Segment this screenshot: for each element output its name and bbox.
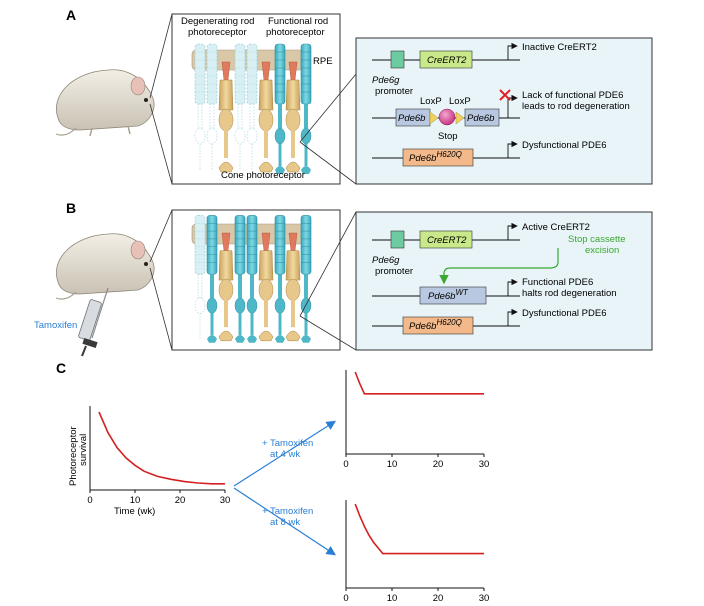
active-creert2-label: Active CreERT2 <box>522 222 590 233</box>
chart3-xtick-label-0: 0 <box>343 593 348 604</box>
creert2-box-b <box>419 230 473 249</box>
loxp-left-triangle <box>429 111 439 125</box>
pde6b-h620q-box-a <box>402 148 474 167</box>
arrow-8wk-line1: + Tamoxifen <box>262 506 313 517</box>
excision-line2: excision <box>585 245 619 256</box>
lack-functional-line1: Lack of functional PDE6 <box>522 90 623 101</box>
chart3-xtick-label-10: 10 <box>387 593 398 604</box>
zoom-lines-b2 <box>299 211 357 351</box>
panel-b-letter: B <box>66 200 76 216</box>
zoom-lines-b <box>149 209 173 351</box>
pde6g-promoter-box-b <box>390 230 405 249</box>
lack-functional-line2: leads to rod degeneration <box>522 101 630 112</box>
chart2-xtick-label-10: 10 <box>387 459 398 470</box>
pde6b-left-label: Pde6b <box>398 113 425 124</box>
genetics-box-a <box>355 37 653 185</box>
creert2-box-a <box>419 50 473 69</box>
pde6b-right-box <box>464 108 500 127</box>
retina-box-b <box>171 209 341 351</box>
chart1-xtick-label-20: 20 <box>175 495 186 506</box>
zoom-lines-a2 <box>299 73 357 185</box>
zoom-lines-a <box>149 13 173 185</box>
arrow-4wk-line2: at 4 wk <box>270 449 300 460</box>
functional-rod-label-2: photoreceptor <box>266 27 325 38</box>
arrow-8wk-line2: at 8 wk <box>270 517 300 528</box>
survival-chart-4wk: 0 10 20 30 <box>343 370 489 470</box>
pde6b-wt-label: Pde6bWT <box>428 288 469 302</box>
pde6b-right-label: Pde6b <box>467 113 494 124</box>
degenerating-rod-label-2: photoreceptor <box>188 27 247 38</box>
chart1-ylabel-line1: Photoreceptor <box>68 426 79 486</box>
stop-cassette <box>438 108 456 126</box>
chart1-ylabel-line2: survival <box>78 434 89 466</box>
retina-box-a <box>171 13 341 185</box>
loxp-left-label: LoxP <box>420 96 442 107</box>
mouse-a <box>55 69 155 137</box>
cone-label: Cone photoreceptor <box>221 170 305 181</box>
panel-a-letter: A <box>66 7 76 23</box>
pde6b-wt-box <box>419 286 487 305</box>
promoter-gene-a: Pde6g <box>372 75 400 86</box>
promoter-gene-b: Pde6g <box>372 255 400 266</box>
chart2-xtick-label-30: 30 <box>479 459 490 470</box>
loxp-right-triangle <box>455 111 465 125</box>
chart2-survival-curve <box>354 371 484 395</box>
chart3-xtick-label-20: 20 <box>433 593 444 604</box>
chart1-survival-curve <box>98 411 225 485</box>
panel-c-letter: C <box>56 360 66 376</box>
stop-label: Stop <box>438 131 458 142</box>
pde6g-promoter-box-a <box>390 50 405 69</box>
chart1-xtick-label-10: 10 <box>130 495 141 506</box>
functional-rod-label-1: Functional rod <box>268 16 328 27</box>
rpe-label: RPE <box>313 56 333 67</box>
tamoxifen-label: Tamoxifen <box>34 320 77 331</box>
x-mark-icon <box>499 89 511 101</box>
creert2-label-b: CreERT2 <box>427 235 467 246</box>
arrow-4wk <box>233 420 337 487</box>
photoreceptor-row-b <box>194 214 312 344</box>
loxp-right-label: LoxP <box>449 96 471 107</box>
pde6b-h620q-box-b <box>402 316 474 335</box>
mouse-b <box>55 233 155 300</box>
dysfunctional-label-a: Dysfunctional PDE6 <box>522 140 606 151</box>
dysfunctional-label-b: Dysfunctional PDE6 <box>522 308 606 319</box>
arrow-4wk-line1: + Tamoxifen <box>262 438 313 449</box>
h620q-label-b: Pde6bH620Q <box>409 318 462 332</box>
h620q-label-a: Pde6bH620Q <box>409 150 462 164</box>
chart2-xtick-label-0: 0 <box>343 459 348 470</box>
excision-line1: Stop cassette <box>568 234 626 245</box>
chart1-xlabel: Time (wk) <box>114 506 155 517</box>
chart1-xtick-label-0: 0 <box>87 495 92 506</box>
functional-pde6-line1: Functional PDE6 <box>522 277 593 288</box>
genetics-box-b <box>355 211 653 351</box>
inactive-creert2-label: Inactive CreERT2 <box>522 42 597 53</box>
chart3-xtick-label-30: 30 <box>479 593 490 604</box>
arrow-8wk <box>233 487 337 556</box>
excision-arrow <box>439 248 559 285</box>
survival-chart-baseline: 0 10 20 30 <box>87 406 230 506</box>
survival-chart-8wk: 0 10 20 30 <box>343 500 489 604</box>
promoter-word-b: promoter <box>375 266 413 277</box>
degenerating-rod-label-1: Degenerating rod <box>181 16 254 27</box>
chart1-xtick-label-30: 30 <box>220 495 231 506</box>
promoter-word-a: promoter <box>375 86 413 97</box>
chart2-xtick-label-20: 20 <box>433 459 444 470</box>
syringe-icon <box>78 287 109 357</box>
chart3-survival-curve <box>354 503 484 555</box>
creert2-label-a: CreERT2 <box>427 55 467 66</box>
functional-pde6-line2: halts rod degeneration <box>522 288 617 299</box>
